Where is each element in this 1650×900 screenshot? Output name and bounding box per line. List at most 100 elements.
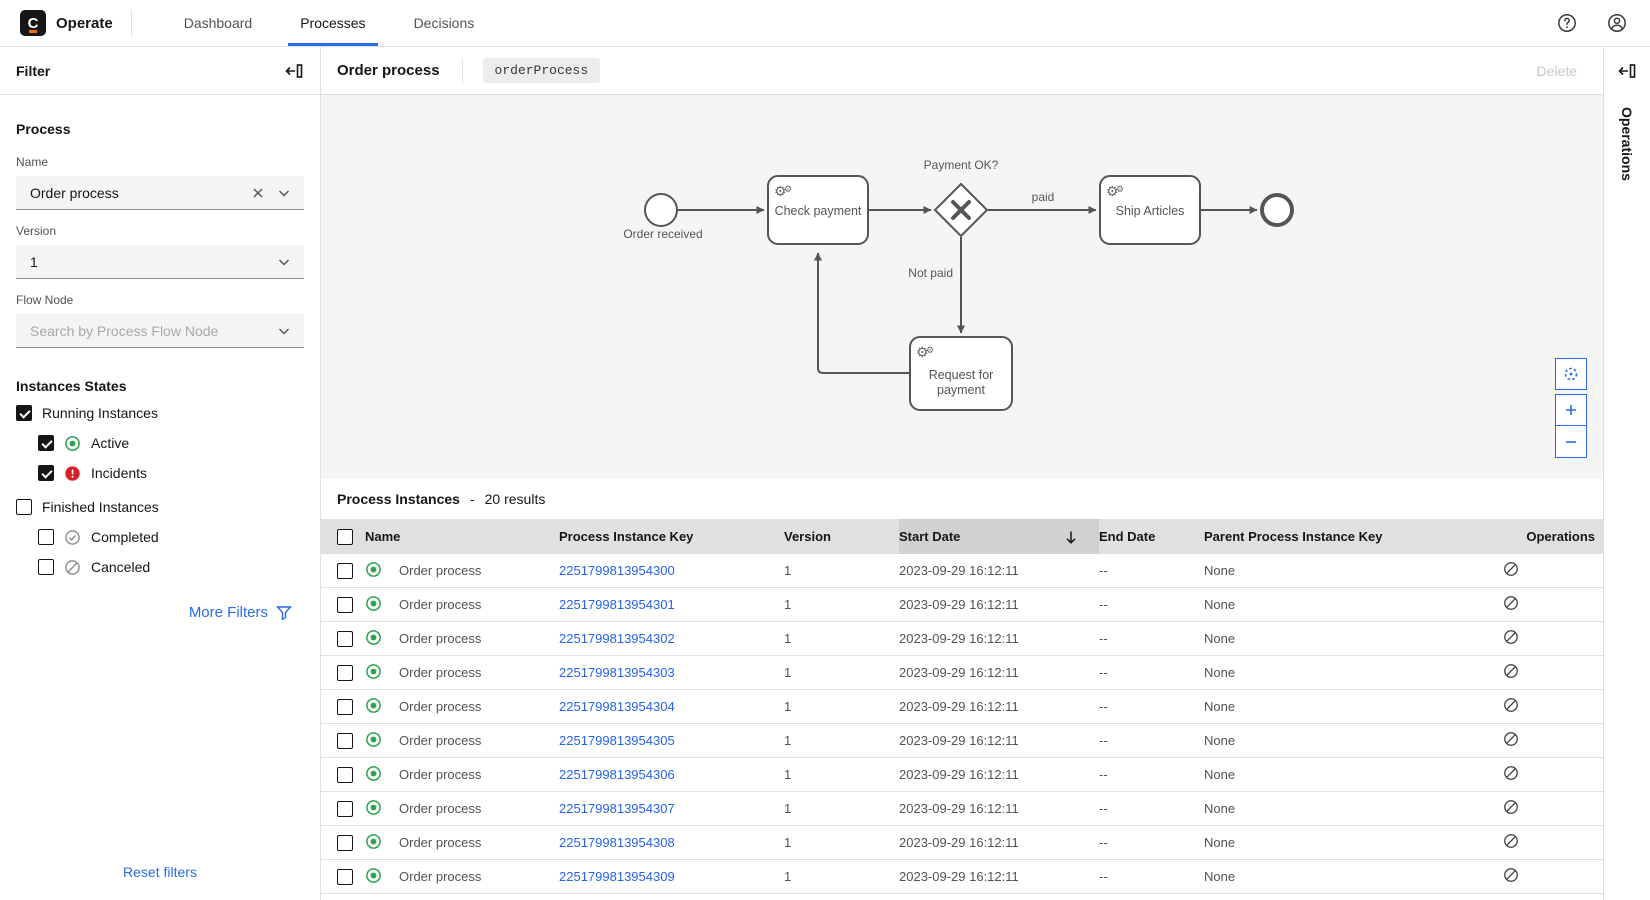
chevron-down-icon[interactable]: [276, 323, 292, 339]
select-all-checkbox[interactable]: [337, 528, 353, 545]
clear-selection-icon[interactable]: [250, 185, 266, 201]
row-instance-key-link[interactable]: 2251799813954304: [559, 699, 675, 714]
row-instance-key-link[interactable]: 2251799813954306: [559, 767, 675, 782]
cancel-operation-icon[interactable]: [1503, 731, 1519, 747]
row-start-date: 2023-09-29 16:12:11: [899, 665, 1019, 680]
row-operations-cell: [1469, 595, 1603, 614]
checkbox-incidents[interactable]: [38, 465, 54, 481]
version-field-label: Version: [16, 224, 57, 238]
row-instance-key-link[interactable]: 2251799813954301: [559, 597, 675, 612]
chevron-down-icon[interactable]: [276, 254, 292, 270]
checkbox-finished-instances[interactable]: [16, 499, 32, 515]
row-parent-key: None: [1204, 869, 1236, 884]
row-checkbox[interactable]: [337, 834, 353, 851]
state-label: Canceled: [91, 559, 151, 575]
row-checkbox[interactable]: [337, 562, 353, 579]
task-request-for-payment[interactable]: [909, 336, 1013, 411]
diagram-zoom-out-button[interactable]: [1555, 426, 1587, 458]
row-checkbox[interactable]: [337, 698, 353, 715]
cancel-operation-icon[interactable]: [1503, 867, 1519, 883]
cancel-operation-icon[interactable]: [1503, 663, 1519, 679]
user-avatar-icon[interactable]: [1606, 12, 1628, 34]
row-instance-key-link[interactable]: 2251799813954305: [559, 733, 675, 748]
help-icon[interactable]: [1556, 12, 1578, 34]
flow-node-field-label: Flow Node: [16, 293, 74, 307]
state-completed-icon: [65, 529, 80, 545]
delete-button[interactable]: Delete: [1536, 62, 1577, 79]
tab-decisions[interactable]: Decisions: [413, 15, 475, 31]
cancel-operation-icon[interactable]: [1503, 629, 1519, 645]
row-checkbox[interactable]: [337, 630, 353, 647]
diagram-zoom-in-button[interactable]: [1555, 394, 1587, 426]
bpmn-diagram[interactable]: Order received ⚙ ⚙ Check payment Payment…: [321, 95, 1603, 479]
checkbox-active[interactable]: [38, 435, 54, 451]
operations-rail-label: Operations: [1619, 107, 1635, 181]
column-header-end-date[interactable]: End Date: [1099, 529, 1156, 544]
more-filters-button[interactable]: More Filters: [189, 604, 304, 621]
process-name-select[interactable]: Order process: [16, 176, 304, 210]
cancel-operation-icon[interactable]: [1503, 799, 1519, 815]
task-ship-articles[interactable]: [1099, 175, 1201, 245]
version-field: Version 1: [16, 224, 304, 279]
row-checkbox-cell: [321, 766, 365, 783]
row-start-date: 2023-09-29 16:12:11: [899, 869, 1019, 884]
row-checkbox-cell: [321, 664, 365, 681]
row-operations-cell: [1469, 561, 1603, 580]
row-instance-key-link[interactable]: 2251799813954307: [559, 801, 675, 816]
column-header-name[interactable]: Name: [365, 529, 401, 544]
column-header-version[interactable]: Version: [784, 529, 831, 544]
row-checkbox[interactable]: [337, 868, 353, 885]
cancel-operation-icon[interactable]: [1503, 561, 1519, 577]
diagram-controls: [1555, 358, 1587, 458]
cancel-operation-icon[interactable]: [1503, 765, 1519, 781]
chevron-down-icon[interactable]: [276, 185, 292, 201]
tab-dashboard[interactable]: Dashboard: [183, 15, 253, 31]
row-state-cell: [365, 561, 399, 581]
row-instance-key-link[interactable]: 2251799813954308: [559, 835, 675, 850]
cancel-operation-icon[interactable]: [1503, 595, 1519, 611]
process-header: Order process orderProcess Delete: [321, 47, 1603, 95]
service-task-gear-icon: ⚙: [926, 345, 934, 355]
task-check-payment[interactable]: [767, 175, 869, 245]
state-active-icon: [366, 697, 381, 713]
start-event[interactable]: [644, 193, 678, 227]
cancel-operation-icon[interactable]: [1503, 833, 1519, 849]
checkbox-running-instances[interactable]: [16, 405, 32, 421]
row-instance-key-link[interactable]: 2251799813954303: [559, 665, 675, 680]
flow-node-select[interactable]: Search by Process Flow Node: [16, 314, 304, 348]
row-start-date: 2023-09-29 16:12:11: [899, 597, 1019, 612]
column-header-parent-key[interactable]: Parent Process Instance Key: [1204, 529, 1383, 544]
state-filter-running-instances: Running Instances: [16, 398, 304, 428]
diagram-reset-zoom-button[interactable]: [1555, 358, 1587, 390]
reset-zoom-icon: [1564, 367, 1578, 381]
nav-divider: [130, 10, 132, 36]
row-checkbox[interactable]: [337, 596, 353, 613]
collapse-panel-icon[interactable]: [284, 61, 304, 81]
state-label: Incidents: [91, 465, 148, 481]
version-select[interactable]: 1: [16, 245, 304, 279]
row-checkbox[interactable]: [337, 766, 353, 783]
row-instance-key-link[interactable]: 2251799813954302: [559, 631, 675, 646]
zoom-in-icon: [1566, 405, 1576, 415]
checkbox-canceled[interactable]: [38, 559, 54, 575]
row-start-date: 2023-09-29 16:12:11: [899, 767, 1019, 782]
column-header-key[interactable]: Process Instance Key: [559, 529, 694, 544]
row-checkbox[interactable]: [337, 800, 353, 817]
tab-processes[interactable]: Processes: [276, 0, 389, 46]
cancel-operation-icon[interactable]: [1503, 697, 1519, 713]
main-area: Order process orderProcess Delete: [321, 47, 1603, 900]
column-header-start-date[interactable]: Start Date: [899, 519, 1099, 554]
checkbox-completed[interactable]: [38, 529, 54, 545]
row-checkbox[interactable]: [337, 732, 353, 749]
task-check-payment-label: Check payment: [775, 204, 862, 218]
end-event[interactable]: [1260, 193, 1294, 227]
row-version: 1: [784, 767, 792, 782]
row-instance-key-link[interactable]: 2251799813954309: [559, 869, 675, 884]
zoom-out-icon: [1566, 440, 1576, 443]
reset-filters-button[interactable]: Reset filters: [123, 864, 197, 880]
row-instance-key-link[interactable]: 2251799813954300: [559, 563, 675, 578]
filter-panel-header: Filter: [0, 47, 320, 95]
row-end-date: --: [1099, 767, 1108, 782]
expand-operations-panel-icon[interactable]: [1617, 61, 1637, 81]
row-checkbox[interactable]: [337, 664, 353, 681]
